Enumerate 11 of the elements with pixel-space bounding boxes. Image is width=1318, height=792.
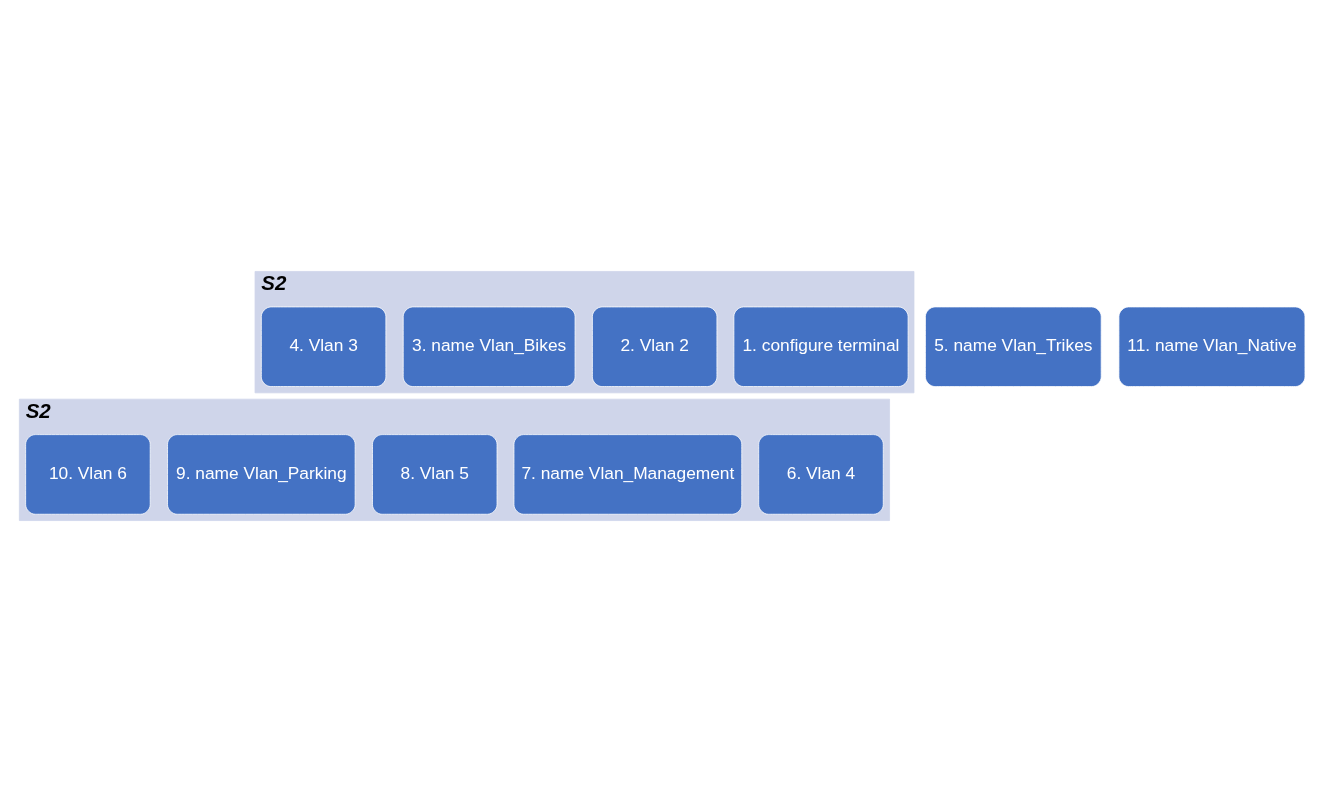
- node-box: 9. name Vlan_Parking: [167, 434, 356, 515]
- node-box: 5. name Vlan_Trikes: [925, 306, 1102, 387]
- node-box: 3. name Vlan_Bikes: [402, 306, 576, 387]
- node-box: 2. Vlan 2: [592, 306, 718, 387]
- node-box: 7. name Vlan_Management: [513, 434, 743, 515]
- node-box: 11. name Vlan_Native: [1118, 306, 1306, 387]
- node-box: 4. Vlan 3: [260, 306, 387, 387]
- node-box: 1. configure terminal: [733, 306, 909, 387]
- node-box: 6. Vlan 4: [758, 434, 884, 515]
- node-box: 8. Vlan 5: [372, 434, 498, 515]
- node-box: 10. Vlan 6: [25, 434, 151, 515]
